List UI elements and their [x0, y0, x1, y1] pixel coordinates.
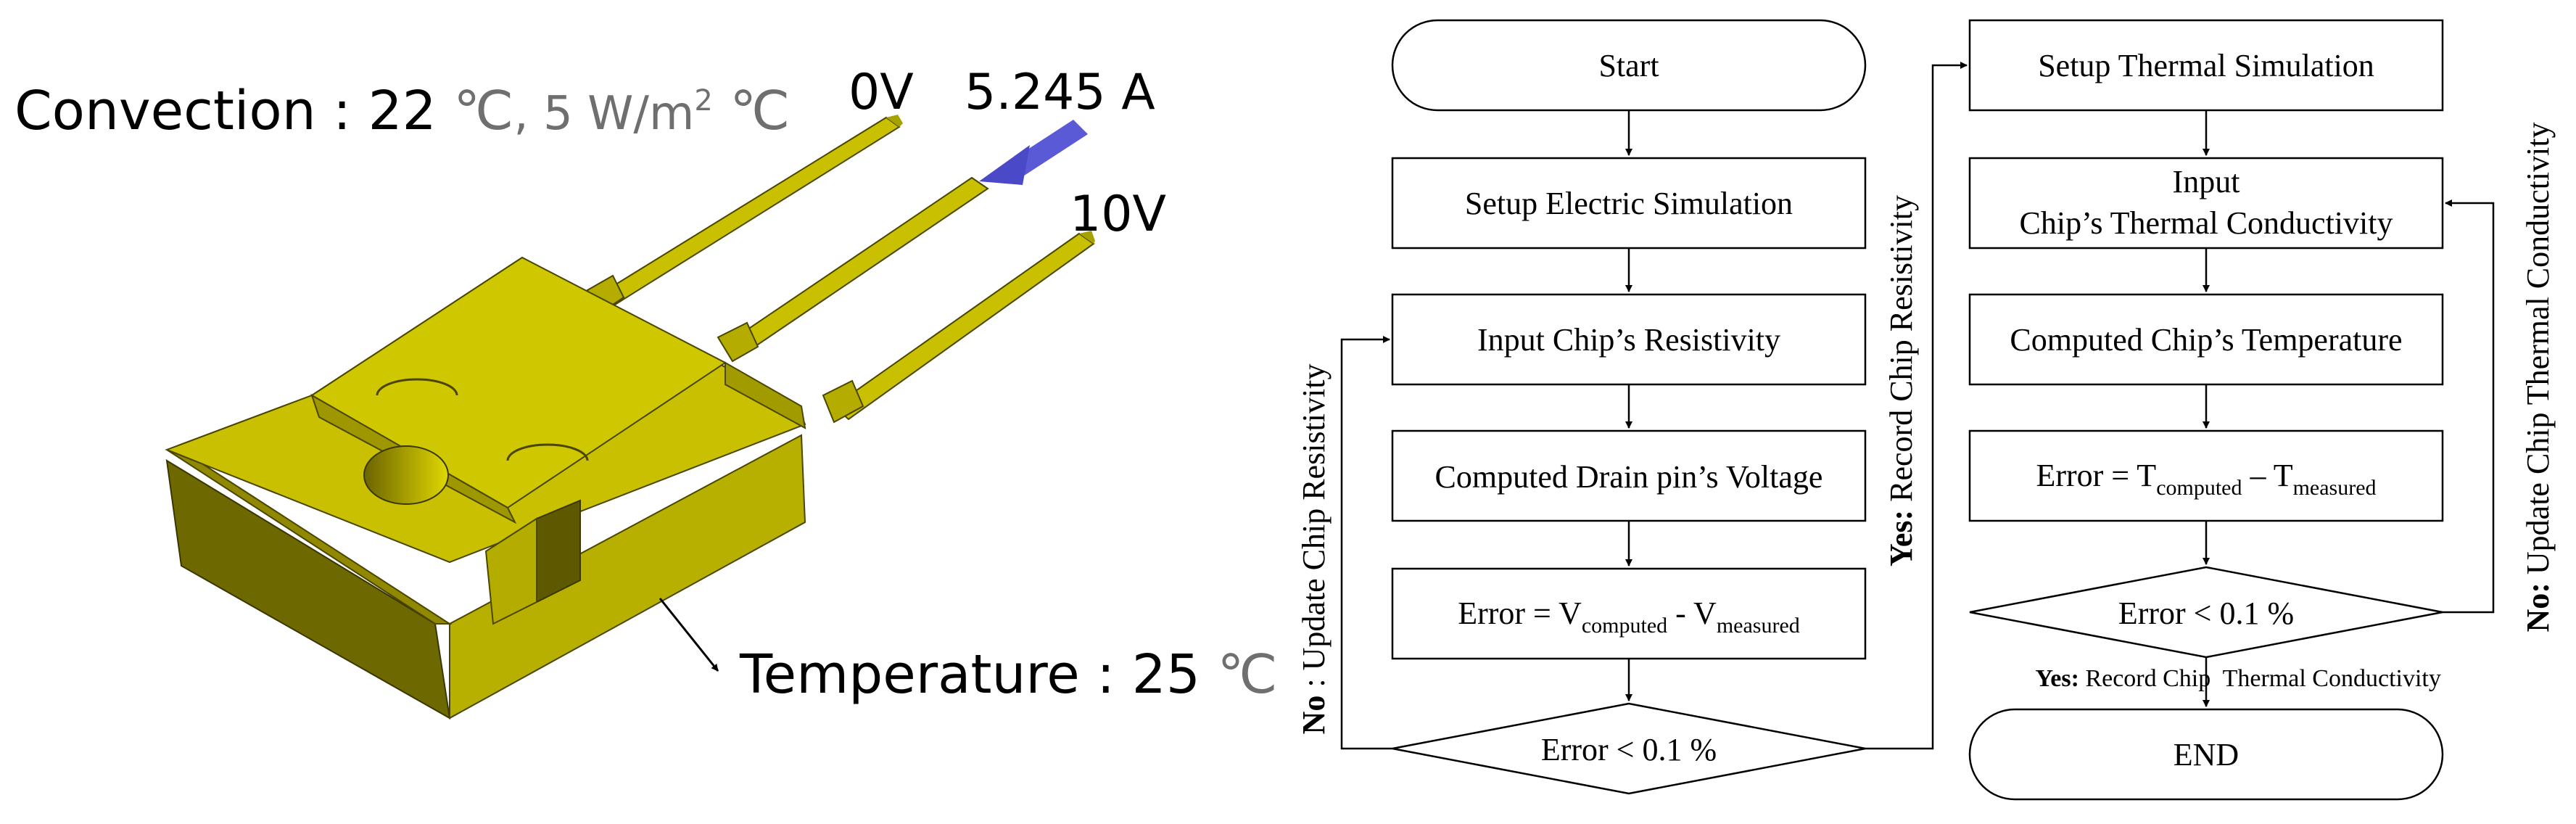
error-voltage-box [1391, 567, 1867, 660]
start-label: Start [1598, 48, 1659, 83]
input-conductivity-label-2: Chip’s Thermal Conductivity [2020, 205, 2393, 241]
computed-voltage-box [1391, 429, 1867, 522]
pin-current-label: 5.245 A [965, 64, 1155, 121]
input-resistivity-box [1391, 293, 1867, 386]
temperature-label: Temperature : 25 ℃ [739, 643, 1278, 706]
input-conductivity-label-1: Input [2173, 164, 2240, 199]
transistor-illustration [165, 115, 1095, 720]
error-temperature-label: Error = Tcomputed – Tmeasured [2036, 458, 2376, 500]
pin-right [822, 231, 1095, 424]
yes-connector [1865, 62, 1968, 750]
pin-left [586, 115, 903, 313]
decision-electric-label: Error < 0.1 % [1541, 732, 1717, 767]
no-conductivity-loop-connector [2443, 199, 2495, 614]
input-resistivity-label: Input Chip’s Resistivity [1477, 322, 1780, 358]
flowchart-thermal [1968, 19, 2495, 801]
computed-voltage-label: Computed Drain pin’s Voltage [1435, 459, 1823, 495]
yes-record-conductivity-label: Yes: Record Chip Thermal Conductivity [2005, 665, 2459, 692]
current-arrow [979, 120, 1088, 185]
setup-thermal-box [1968, 19, 2444, 112]
pin-voltage-left-label: 0V [849, 64, 914, 121]
computed-temperature-label: Computed Chip’s Temperature [2010, 322, 2402, 358]
no-update-resistivity-label: No : Update Chip Resistivity [1296, 364, 1332, 735]
pin-voltage-right-label: 10V [1070, 186, 1166, 243]
temperature-pointer [659, 598, 719, 672]
computed-temperature-box [1968, 293, 2444, 386]
end-label: END [2174, 737, 2239, 772]
no-update-conductivity-label: No: Update Chip Thermal Conductivity [2520, 122, 2556, 632]
mounting-hole [363, 445, 449, 505]
setup-electric-label: Setup Electric Simulation [1465, 186, 1793, 221]
setup-thermal-label: Setup Thermal Simulation [2038, 48, 2374, 83]
flowchart-electric [1340, 19, 1968, 795]
convection-label: Convection : 22 ℃, 5 W/m2 ℃ [15, 80, 790, 142]
decision-thermal-label: Error < 0.1 % [2118, 596, 2294, 631]
yes-record-resistivity-label: Yes: Record Chip Resistivity [1883, 195, 1919, 566]
no-loop-connector [1340, 336, 1392, 750]
error-voltage-label: Error = Vcomputed - Vmeasured [1458, 596, 1800, 638]
setup-electric-box [1391, 157, 1867, 250]
end-terminal [1968, 708, 2444, 801]
pin-middle [717, 176, 989, 363]
input-conductivity-box [1968, 157, 2444, 250]
